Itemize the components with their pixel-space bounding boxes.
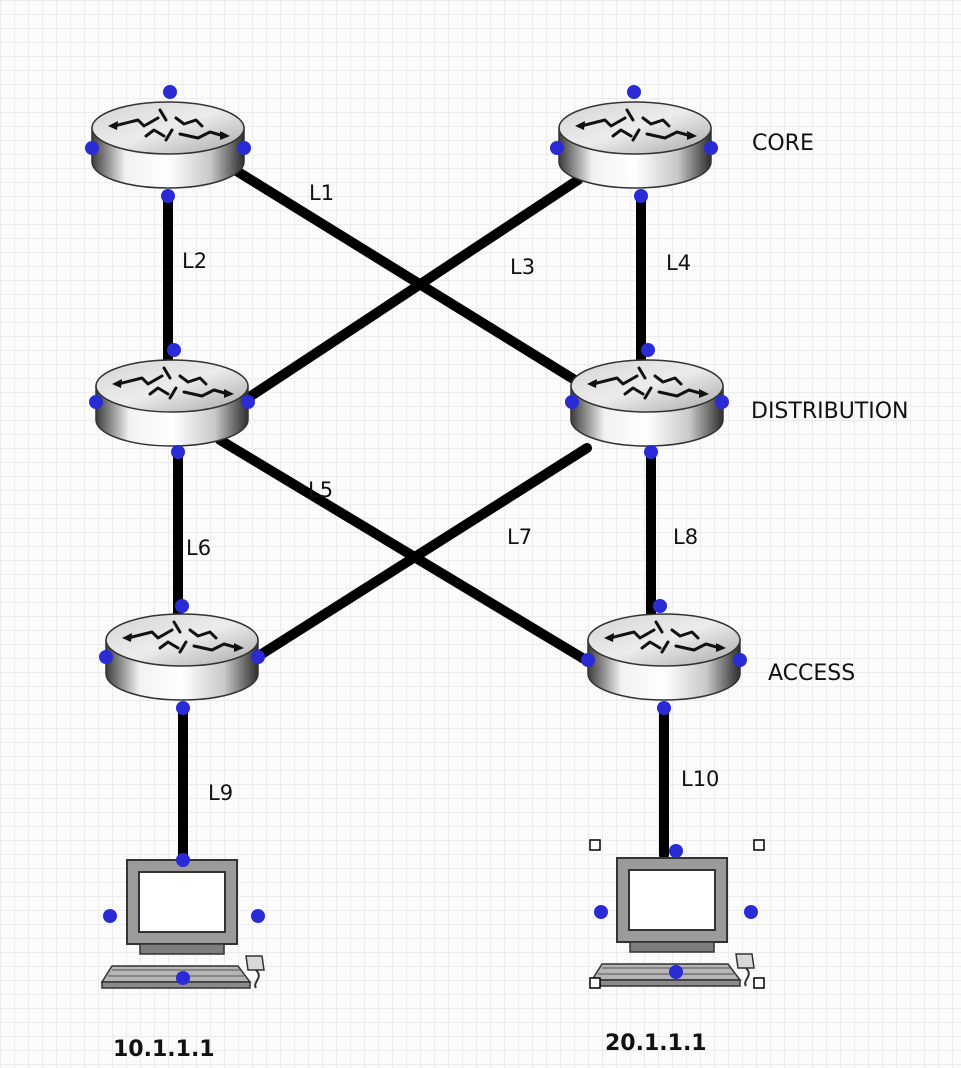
link-l5[interactable] xyxy=(215,435,594,667)
pc-right-selection-box xyxy=(589,839,765,989)
links xyxy=(163,165,669,865)
link-label-l4: L4 xyxy=(666,251,691,275)
link-l1[interactable] xyxy=(230,165,588,390)
router-distribution-left-handles xyxy=(89,343,255,459)
link-label-l2: L2 xyxy=(182,249,207,273)
link-label-l6: L6 xyxy=(186,536,211,560)
tier-label-core: CORE xyxy=(752,131,814,156)
pc-left-handles xyxy=(103,853,265,985)
router-access-right-handles xyxy=(581,599,747,715)
router-access-right[interactable] xyxy=(581,599,747,715)
pc-right-handles xyxy=(594,844,758,979)
tier-label-access: ACCESS xyxy=(768,661,855,686)
link-label-l3: L3 xyxy=(510,255,535,279)
router-distribution-left[interactable] xyxy=(89,343,255,459)
tier-label-distribution: DISTRIBUTION xyxy=(751,399,909,424)
tier-labels: CORE DISTRIBUTION ACCESS xyxy=(751,131,909,686)
router-core-left-handles xyxy=(85,85,251,203)
router-distribution-right-handles xyxy=(565,343,729,459)
pc-left[interactable] xyxy=(101,853,265,989)
link-l3[interactable] xyxy=(240,175,583,405)
router-access-left[interactable] xyxy=(99,599,265,715)
pc-right[interactable] xyxy=(589,839,765,989)
host-ip-left: 10.1.1.1 xyxy=(113,1037,215,1062)
link-label-l9: L9 xyxy=(208,781,233,805)
host-ip-right: 20.1.1.1 xyxy=(605,1031,707,1056)
link-labels: L1 L2 L3 L4 L5 L6 L7 L8 L9 L10 xyxy=(182,181,719,805)
link-label-l7: L7 xyxy=(507,525,532,549)
router-core-right[interactable] xyxy=(550,85,718,203)
router-distribution-right[interactable] xyxy=(565,343,729,459)
host-ip-labels: 10.1.1.1 20.1.1.1 xyxy=(113,1031,707,1062)
link-label-l5: L5 xyxy=(308,478,333,502)
router-access-left-handles xyxy=(99,599,265,715)
link-label-l1: L1 xyxy=(309,181,334,205)
link-label-l10: L10 xyxy=(681,767,719,791)
router-core-right-handles xyxy=(550,85,718,203)
link-l7[interactable] xyxy=(252,443,592,662)
router-core-left[interactable] xyxy=(85,85,251,203)
link-label-l8: L8 xyxy=(673,525,698,549)
